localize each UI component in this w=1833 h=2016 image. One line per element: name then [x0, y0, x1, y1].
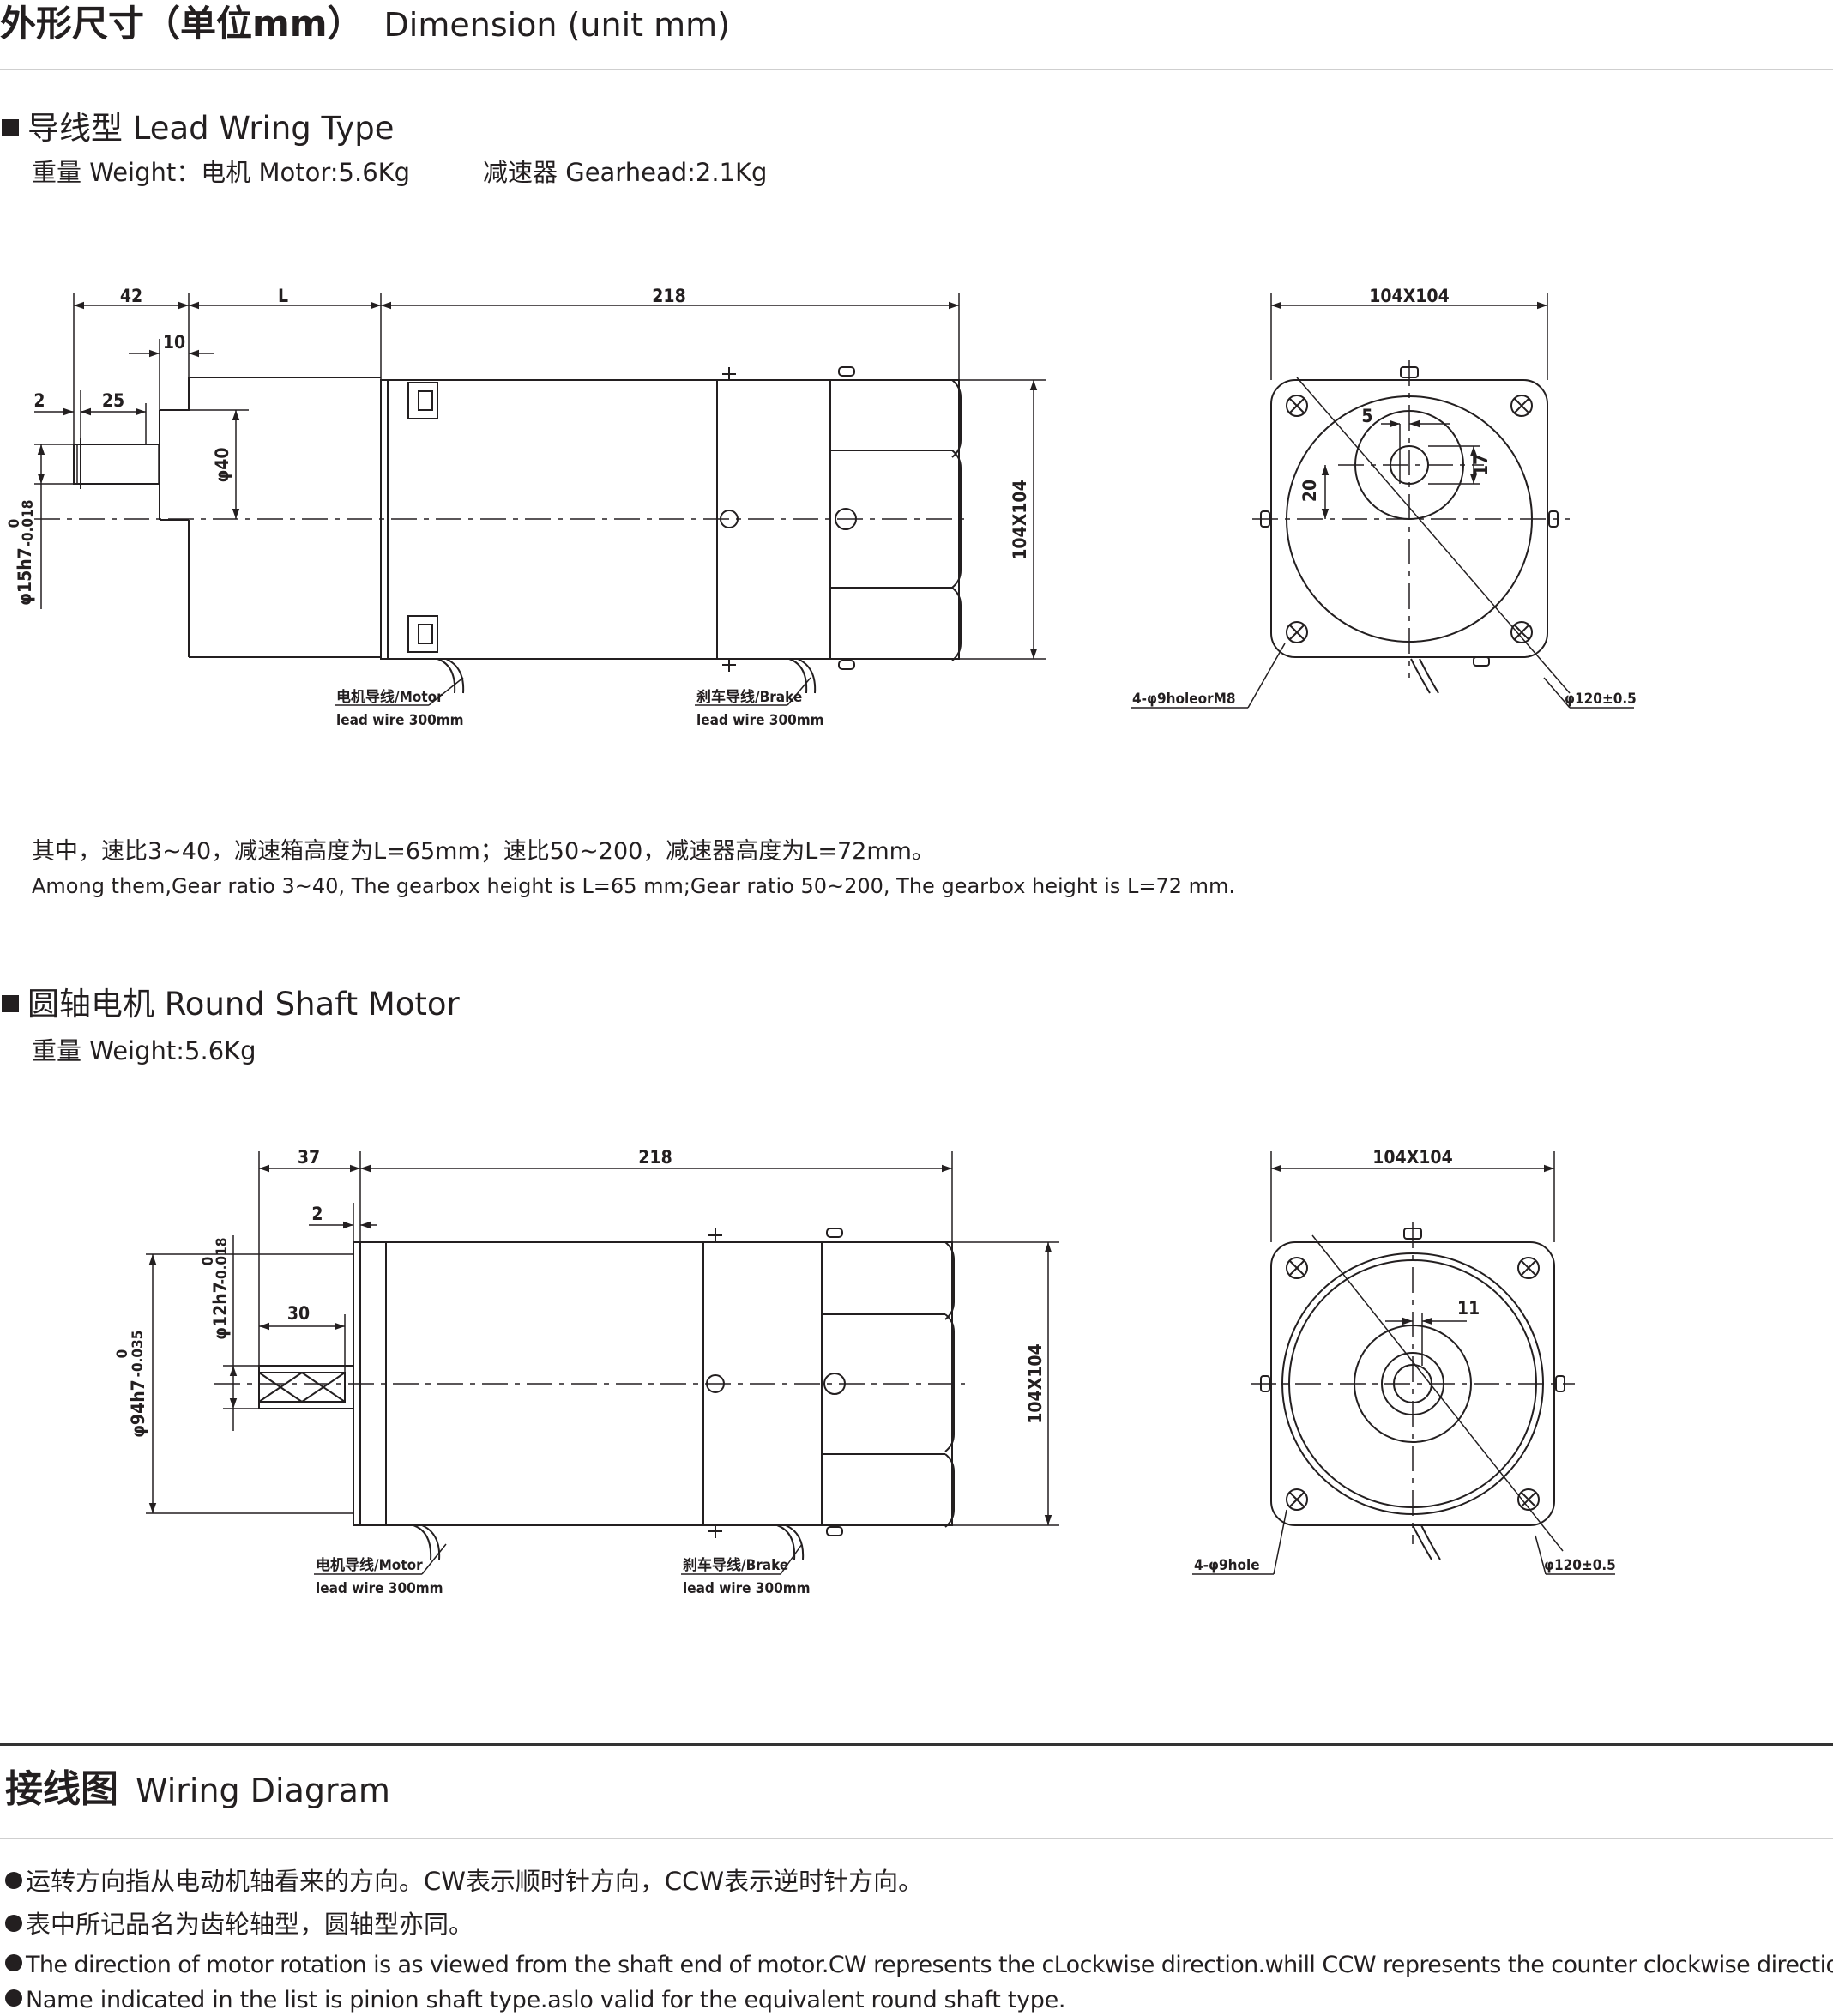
lead-type-side-view: 42 L 218 10 2 25 φ40 φ15h7 0 -0.018 104X… — [6, 286, 1046, 729]
dim-pilot: φ94h7 — [128, 1379, 148, 1438]
front-square-dim: 104X104 — [1369, 286, 1449, 306]
gear-ratio-note-cn: 其中，速比3~40，减速箱高度为L=65mm；速比50~200，减速器高度为L=… — [32, 838, 935, 865]
square-bullet-icon — [2, 119, 19, 136]
dim-30: 30 — [287, 1303, 310, 1324]
wiring-bullet: Name indicated in the list is pinion sha… — [5, 1985, 1066, 2016]
dim-shaft-tol-up: 0 — [6, 519, 23, 528]
dim-height: 104X104 — [1025, 1343, 1046, 1423]
pcd-label: φ120±0.5 — [1565, 691, 1637, 708]
dim-height: 104X104 — [1010, 480, 1030, 559]
page-title: 外形尺寸（单位mm） Dimension (unit mm) — [0, 2, 730, 47]
brake-lead-label: 刹车导线/Brake — [683, 1556, 788, 1574]
gear-ratio-note-en: Among them,Gear ratio 3~40, The gearbox … — [32, 874, 1235, 898]
wiring-divider-top — [0, 1743, 1833, 1746]
dim-shaft: φ15h7 — [15, 547, 35, 606]
front-square-dim: 104X104 — [1372, 1147, 1452, 1168]
wiring-divider-bottom — [0, 1838, 1833, 1839]
dim-5: 5 — [1361, 406, 1372, 426]
wiring-title-cn: 接线图 — [5, 1767, 118, 1811]
dim-17: 17 — [1471, 454, 1492, 476]
wiring-bullet: The direction of motor rotation is as vi… — [5, 1950, 1833, 1981]
dim-2: 2 — [311, 1204, 323, 1224]
brake-lead-length: lead wire 300mm — [683, 1580, 811, 1597]
dim-11: 11 — [1457, 1298, 1480, 1319]
dim-20: 20 — [1299, 480, 1320, 502]
dim-shaft-tol-low: -0.018 — [20, 500, 37, 547]
dim-218: 218 — [638, 1147, 672, 1168]
mounting-holes-label: 4-φ9hole — [1194, 1557, 1260, 1574]
round-shaft-heading: 圆轴电机 Round Shaft Motor — [2, 985, 460, 1024]
page-title-en: Dimension (unit mm) — [383, 6, 730, 44]
dim-pilot-tol-low: -0.035 — [130, 1331, 147, 1378]
dim-phi40: φ40 — [212, 447, 232, 482]
wiring-title: 接线图 Wiring Diagram — [5, 1766, 390, 1814]
corner-holes — [1286, 395, 1533, 643]
square-bullet-icon — [2, 995, 19, 1012]
wiring-bullet: 表中所记品名为齿轮轴型，圆轴型亦同。 — [5, 1908, 473, 1941]
dim-10: 10 — [163, 332, 185, 353]
dim-shaft-tol-up: 0 — [200, 1257, 217, 1266]
lead-type-front-view: 104X104 5 17 20 4-φ9holeorM8 φ120±0.5 — [1131, 286, 1637, 709]
brake-lead-label: 刹车导线/Brake — [696, 688, 802, 706]
round-shaft-side-view: 37 218 2 30 φ12h7 0 -0.018 φ94h7 0 -0.03… — [114, 1147, 1059, 1597]
header-divider — [0, 69, 1833, 70]
wiring-title-en: Wiring Diagram — [136, 1772, 390, 1809]
mounting-holes-label: 4-φ9holeorM8 — [1132, 691, 1236, 708]
wiring-bullet: 运转方向指从电动机轴看来的方向。CW表示顺时针方向，CCW表示逆时针方向。 — [5, 1865, 923, 1898]
bullet-dot-icon — [5, 1989, 22, 2007]
dim-25: 25 — [102, 390, 124, 411]
lead-type-weight-motor: 重量 Weight：电机 Motor:5.6Kg — [32, 158, 411, 187]
motor-lead-length: lead wire 300mm — [316, 1580, 443, 1597]
pcd-label: φ120±0.5 — [1544, 1557, 1616, 1574]
lead-type-heading: 导线型 Lead Wring Type — [2, 109, 395, 148]
dim-shaft: φ12h7 — [210, 1282, 231, 1340]
page-title-cn: 外形尺寸（单位mm） — [0, 3, 364, 45]
dim-42: 42 — [120, 286, 142, 306]
motor-lead-label: 电机导线/Motor — [336, 688, 443, 706]
dim-2: 2 — [33, 390, 45, 411]
dim-L: L — [278, 286, 288, 306]
dim-37: 37 — [298, 1147, 320, 1168]
corner-holes — [1286, 1257, 1540, 1511]
round-shaft-front-view: 104X104 11 4-φ9hole φ120±0.5 — [1192, 1147, 1616, 1575]
dim-218: 218 — [652, 286, 685, 306]
brake-lead-length: lead wire 300mm — [696, 712, 824, 729]
round-shaft-weight: 重量 Weight:5.6Kg — [32, 1036, 256, 1065]
dim-pilot-tol-up: 0 — [114, 1349, 131, 1359]
dim-shaft-tol-low: -0.018 — [214, 1238, 231, 1285]
lead-type-weight-gear: 减速器 Gearhead:2.1Kg — [483, 158, 768, 187]
bullet-dot-icon — [5, 1872, 22, 1889]
bullet-dot-icon — [5, 1915, 22, 1932]
bullet-dot-icon — [5, 1954, 22, 1971]
motor-lead-length: lead wire 300mm — [336, 712, 464, 729]
motor-lead-label: 电机导线/Motor — [316, 1556, 423, 1574]
